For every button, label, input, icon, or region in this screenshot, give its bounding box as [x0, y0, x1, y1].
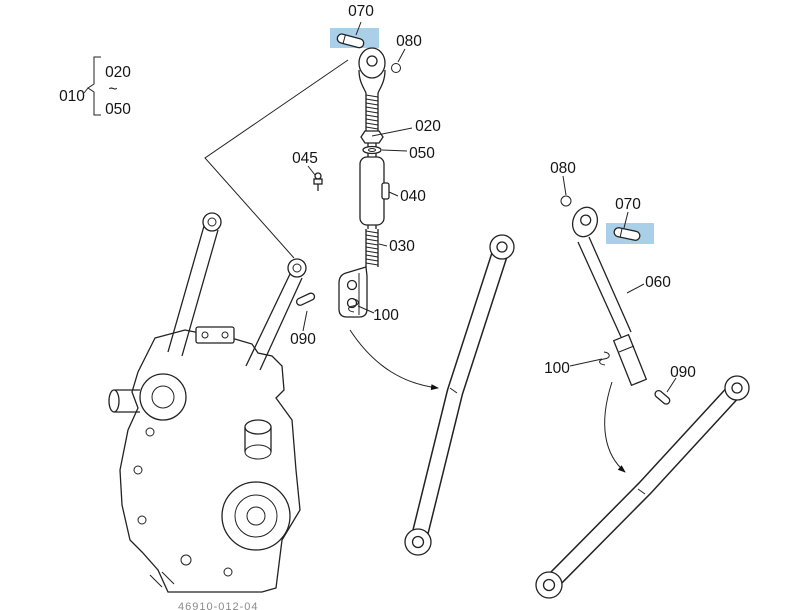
pin-070-right-icon: [613, 227, 641, 241]
part-label-020-bracket: 020: [105, 64, 131, 81]
snap-ring-080-top-icon: [391, 63, 401, 73]
pin-070-top-icon: [336, 33, 365, 49]
part-label-010: 010: [59, 88, 85, 105]
lower-clevis-icon: [338, 266, 368, 318]
part-label-080-top: 080: [396, 33, 422, 50]
part-label-020: 020: [415, 118, 441, 135]
pto-flange: [221, 481, 291, 551]
arrow-to-right-link: [604, 381, 626, 473]
washer-050-icon: [362, 145, 382, 155]
part-label-100-left: 100: [373, 307, 399, 324]
part-labels: 010 020 ~ 050 070 080 020 050 045 040 03…: [59, 3, 696, 381]
part-label-050: 050: [409, 145, 435, 162]
turnbuckle-assembly: [295, 28, 401, 318]
rod-body-060-icon: [612, 333, 648, 387]
pin-090-left-icon: [295, 292, 316, 306]
drawing-code: 46910-012-04: [178, 601, 259, 610]
pin-090-right-icon: [654, 389, 671, 405]
clip-100-left-icon: [348, 298, 359, 313]
part-label-080-right: 080: [550, 160, 576, 177]
part-label-070-top: 070: [348, 3, 374, 20]
tilde-mark: ~: [108, 81, 117, 98]
part-label-045: 045: [292, 150, 318, 167]
canister: [139, 373, 187, 421]
arrow-to-left-link: [349, 329, 439, 391]
part-label-070-right: 070: [615, 196, 641, 213]
nut-020-icon: [360, 130, 384, 144]
part-label-050-bracket: 050: [105, 101, 131, 118]
part-label-040: 040: [400, 188, 426, 205]
rocker-arm-left: [167, 212, 222, 357]
lower-link-left: [404, 234, 515, 556]
lift-rod-right-assembly: [560, 195, 671, 405]
clip-100-right-icon: [599, 351, 610, 366]
turnbuckle-body-040-icon: [359, 156, 385, 226]
leader-lines: [302, 21, 677, 393]
group-bracket-010: [83, 56, 101, 116]
snap-ring-080-right-icon: [560, 195, 572, 207]
part-label-030: 030: [389, 238, 415, 255]
part-label-090-right: 090: [670, 364, 696, 381]
gearbox-drawing: [108, 212, 307, 593]
top-cover: [195, 326, 235, 344]
rocker-arm-right: [245, 258, 307, 371]
lower-link-right: [535, 375, 750, 599]
reference-lines: [204, 59, 349, 259]
grease-fitting-045-icon: [313, 172, 323, 191]
part-label-090-left: 090: [290, 331, 316, 348]
part-label-100-right: 100: [544, 360, 570, 377]
part-label-060: 060: [645, 274, 671, 291]
